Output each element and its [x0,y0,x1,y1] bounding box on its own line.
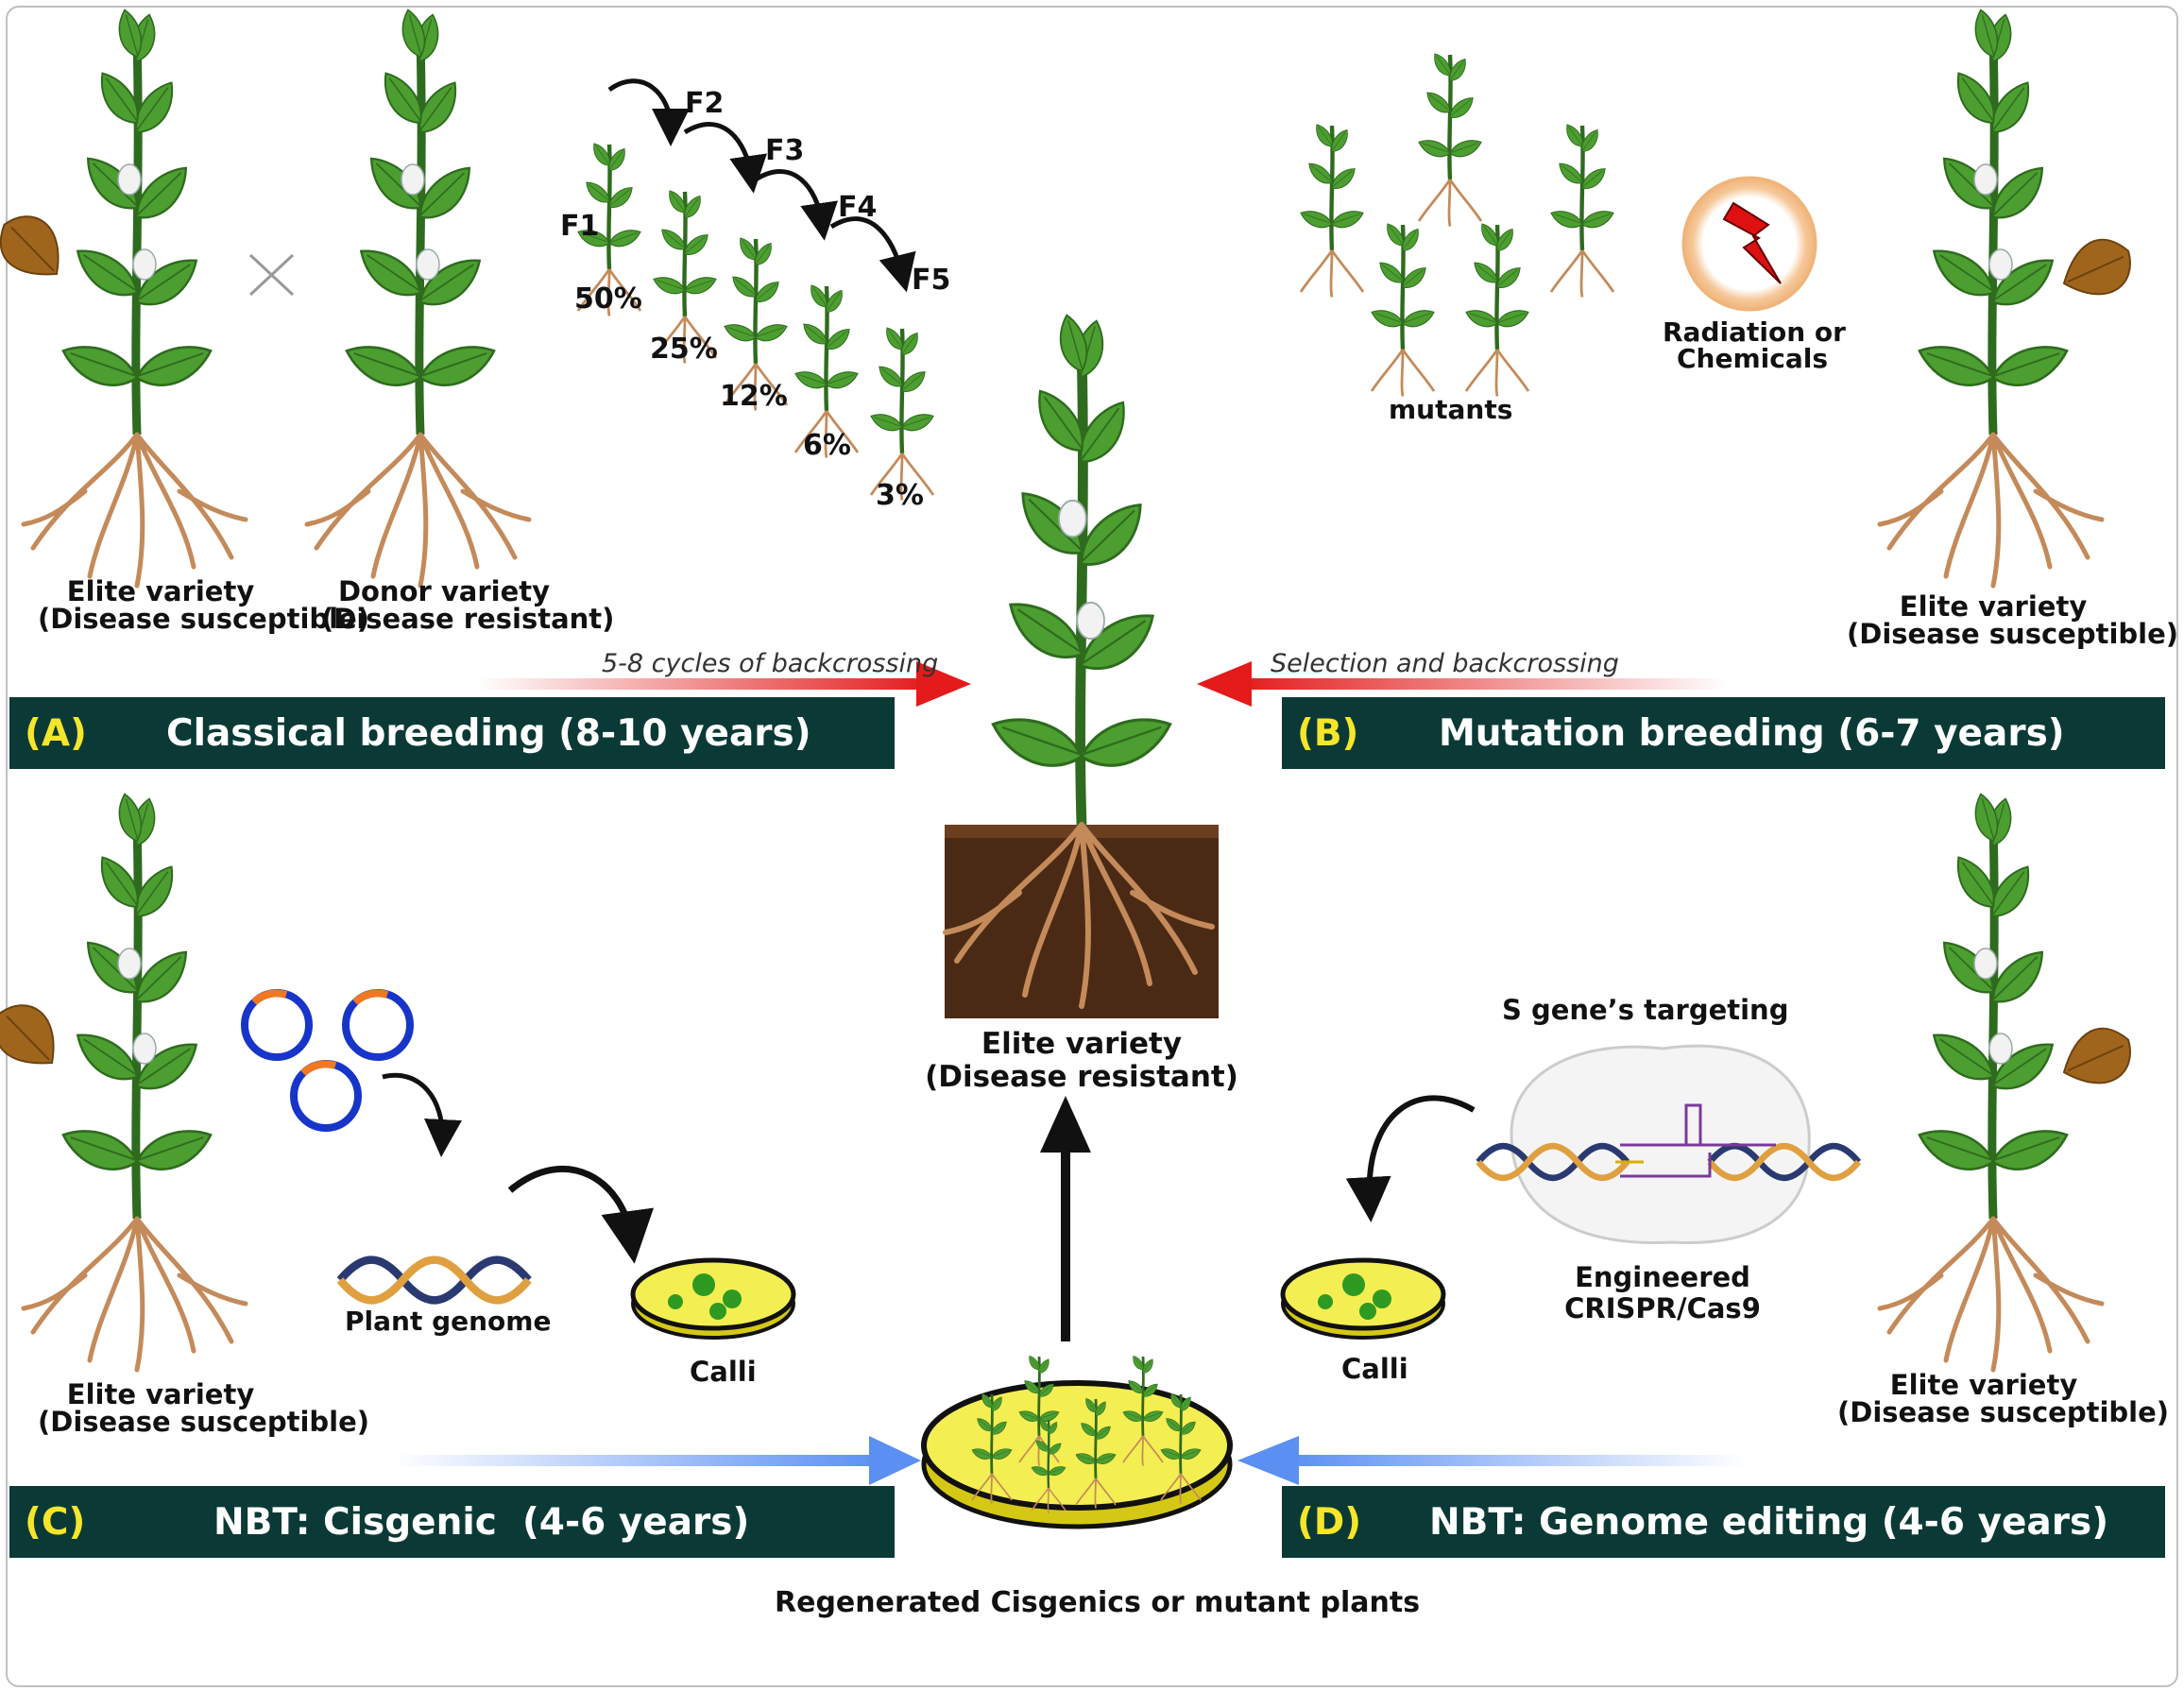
s-gene-label: S gene’s targeting [1502,994,1789,1026]
elite-label-d-line2: (Disease susceptible) [1837,1396,2170,1428]
banner-d-title: NBT: Genome editing (4-6 years) [1429,1500,2109,1544]
banner-a-tag: (A) [25,711,87,755]
banner-c-tag: (C) [25,1500,86,1544]
donor-label-line1: Donor variety [337,575,551,607]
elite-label-d-line1: Elite variety [1889,1369,2078,1401]
mutagen-label: Radiation or Chemicals [1663,316,1846,374]
gen-f2: F2 [685,87,725,120]
elite-label-c-line2: (Disease susceptible) [38,1406,370,1438]
gen-f5: F5 [912,264,951,297]
donor-plant-a [307,9,529,586]
banner-b-tag: (B) [1297,711,1359,755]
elite-label-d: Elite variety (Disease susceptible) [1837,1369,2170,1428]
mutagen-label-line1: Radiation or [1663,316,1846,348]
crispr-arrow [1345,1095,1476,1222]
donor-label-line2: (Disease resistant) [321,603,615,635]
red-arrow-right [1197,661,1729,707]
mutants-label: mutants [1389,394,1513,425]
generation-plants [578,143,933,501]
red-arrow-left [477,661,971,707]
pct-6: 6% [803,429,851,462]
banner-b: (B) Mutation breeding (6-7 years) [1282,697,2165,769]
elite-label-b: Elite variety (Disease susceptible) [1847,590,2179,650]
pct-12: 12% [720,380,788,413]
banner-a: (A) Classical breeding (8-10 years) [9,697,895,769]
crispr-label-line1: Engineered [1575,1261,1750,1293]
elite-label-b-line2: (Disease susceptible) [1847,618,2179,650]
gen-f4: F4 [838,191,878,224]
elite-label-a-line2: (Disease susceptible) [38,603,370,635]
gen-f1: F1 [560,210,600,243]
elite-label-c: Elite variety (Disease susceptible) [38,1378,370,1438]
result-label-line1: Elite variety [981,1027,1183,1061]
result-label-line2: (Disease resistant) [925,1060,1238,1094]
elite-plant-a [0,9,246,586]
result-label: Elite variety (Disease resistant) [921,1030,1242,1092]
elite-plant-d [1880,793,2142,1370]
plasmids [245,993,410,1128]
blue-arrow-right [1237,1436,1748,1485]
elite-label-b-line1: Elite variety [1899,590,2088,623]
regeneration-dish [921,1356,1233,1529]
calli-dish-c [633,1260,793,1338]
banner-a-title: Classical breeding (8-10 years) [166,711,811,755]
crispr-label: Engineered CRISPR/Cas9 [1549,1264,1776,1323]
radiation-icon [1681,176,1817,312]
banner-d-tag: (D) [1297,1500,1362,1544]
backcross-label: 5-8 cycles of backcrossing [602,649,939,678]
banner-c: (C) NBT: Cisgenic (4-6 years) [9,1486,895,1558]
pct-50: 50% [574,282,642,316]
elite-plant-b [1880,9,2142,586]
calli-dish-d [1283,1260,1443,1338]
mutagen-label-line2: Chemicals [1676,343,1828,374]
banner-b-title: Mutation breeding (6-7 years) [1439,711,2065,755]
donor-label: Donor variety (Disease resistant) [321,575,615,635]
elite-label-a: Elite variety (Disease susceptible) [38,575,370,635]
banner-d: (D) NBT: Genome editing (4-6 years) [1282,1486,2165,1558]
calli-label-d: Calli [1341,1353,1408,1385]
elite-plant-c [0,793,246,1370]
plant-genome-label: Plant genome [345,1306,552,1337]
generation-arrows [607,78,916,293]
elite-label-c-line1: Elite variety [66,1378,255,1410]
mutant-plants [1301,53,1613,397]
gen-f3: F3 [765,134,805,167]
calli-label-c: Calli [690,1356,757,1388]
up-arrow [1040,1096,1091,1341]
blue-arrow-left [392,1436,921,1485]
pct-3: 3% [876,479,924,512]
crispr-label-line2: CRISPR/Cas9 [1564,1292,1761,1324]
cross-icon [248,253,295,297]
plasmid-arrow [382,1072,655,1264]
plant-genome-dna [340,1260,529,1301]
crispr-bubble [1478,1044,1859,1245]
regenerated-label: Regenerated Cisgenics or mutant plants [775,1586,1421,1619]
banner-c-title: NBT: Cisgenic (4-6 years) [213,1500,750,1544]
selection-label: Selection and backcrossing [1271,649,1619,678]
pct-25: 25% [650,333,718,366]
elite-label-a-line1: Elite variety [66,575,255,607]
